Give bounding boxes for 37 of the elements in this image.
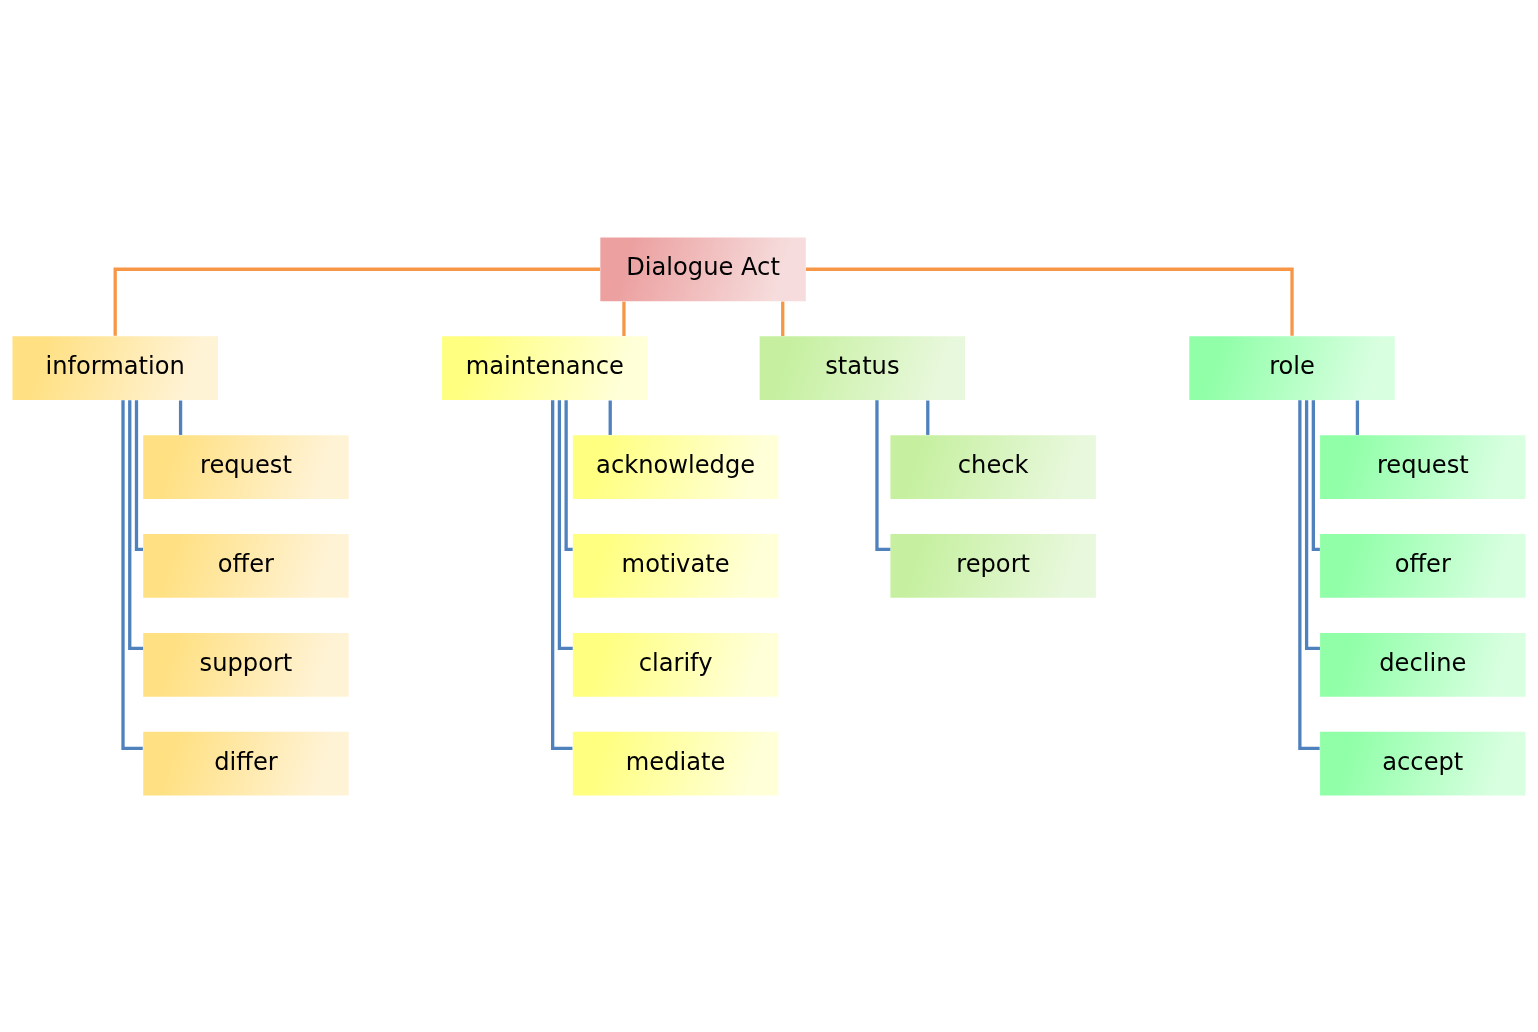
node-box: acknowledge xyxy=(572,434,779,499)
connector xyxy=(128,399,144,650)
node-box: motivate xyxy=(572,533,779,598)
node-box: request xyxy=(143,434,349,499)
node-box: offer xyxy=(143,533,349,598)
connector xyxy=(134,399,143,551)
node-box: mediate xyxy=(572,731,779,796)
connector xyxy=(806,267,1294,336)
connector xyxy=(1304,399,1320,650)
connector xyxy=(178,400,183,435)
node-box: offer xyxy=(1320,533,1526,598)
node-box: information xyxy=(12,335,218,400)
node-box: Dialogue Act xyxy=(600,236,806,301)
node-box: decline xyxy=(1320,632,1526,697)
connector xyxy=(608,400,612,435)
connector xyxy=(1355,400,1360,435)
node-box: check xyxy=(890,434,1096,499)
connector xyxy=(781,301,785,336)
connector xyxy=(557,399,573,650)
connector xyxy=(926,400,930,435)
node-box: support xyxy=(143,632,349,697)
connector xyxy=(875,399,891,551)
node-box: differ xyxy=(143,731,349,796)
connector xyxy=(564,399,573,551)
node-box: accept xyxy=(1320,731,1526,796)
connector xyxy=(113,267,600,336)
node-box: status xyxy=(759,335,966,400)
connector xyxy=(1298,399,1320,750)
connector xyxy=(121,399,143,750)
node-box: role xyxy=(1189,335,1395,400)
node-box: maintenance xyxy=(442,335,648,400)
node-box: report xyxy=(890,533,1096,598)
connector xyxy=(622,301,626,336)
connector xyxy=(551,399,573,750)
connector xyxy=(1311,399,1320,551)
node-box: clarify xyxy=(572,632,779,697)
node-box: request xyxy=(1320,434,1526,499)
